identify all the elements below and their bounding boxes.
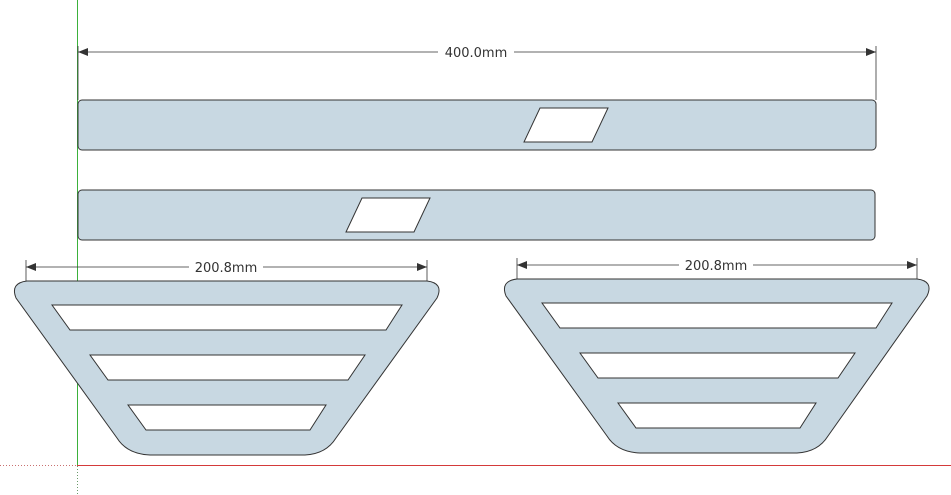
vent-slot-3	[127, 404, 327, 431]
dimension-left[interactable]: 200.8mm	[25, 260, 428, 281]
dimension-top[interactable]: 400.0mm	[77, 46, 877, 100]
bar-2-slot	[345, 197, 431, 233]
bar-1-body	[77, 99, 877, 151]
vent-slot-2	[89, 354, 366, 381]
vent-slot-1	[541, 302, 893, 329]
dim-label-top: 400.0mm	[445, 46, 508, 61]
bar-1[interactable]	[77, 99, 877, 151]
vent-part-left[interactable]	[13, 280, 440, 456]
vent-slot-2	[579, 352, 856, 379]
dim-label-right: 200.8mm	[685, 259, 748, 274]
vent-slot-3	[617, 402, 817, 429]
vent-part-right[interactable]	[503, 278, 930, 454]
bar-1-slot	[523, 107, 609, 143]
dimension-right[interactable]: 200.8mm	[516, 258, 918, 279]
bar-2-body	[77, 189, 876, 241]
vent-slot-1	[51, 304, 403, 331]
bar-2[interactable]	[77, 189, 876, 241]
dim-label-left: 200.8mm	[195, 261, 258, 276]
